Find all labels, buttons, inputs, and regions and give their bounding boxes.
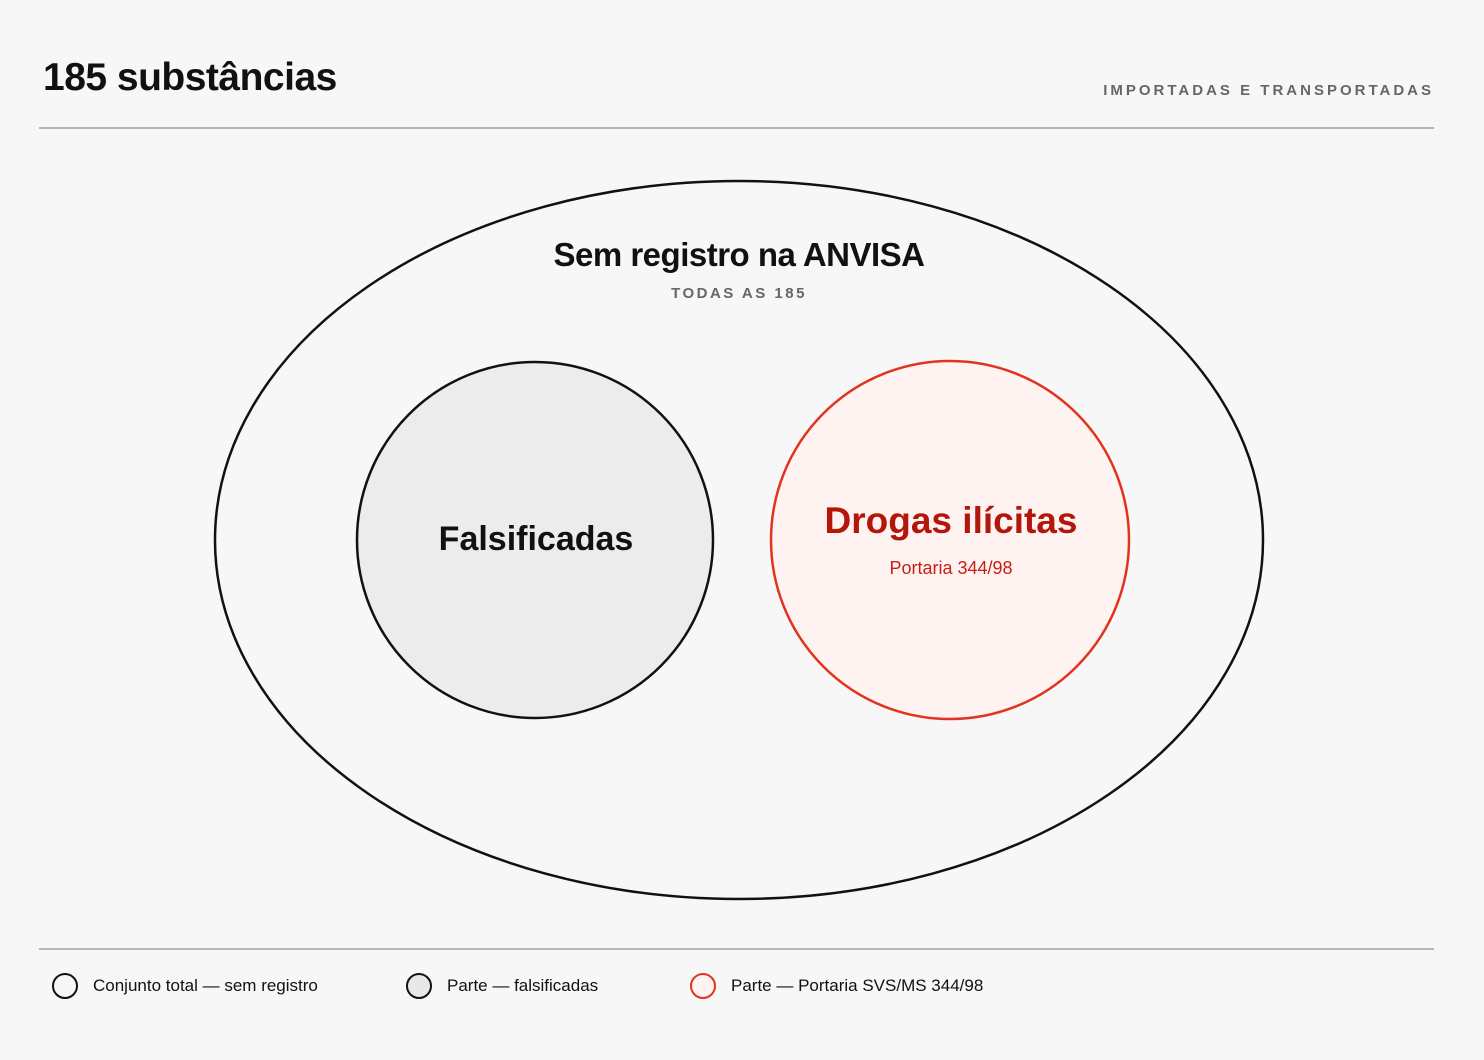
legend-item-illicit: Parte — Portaria SVS/MS 344/98 (690, 970, 983, 1002)
legend-swatch-illicit (690, 973, 716, 999)
illicit-set-label: Drogas ilícitas (824, 500, 1078, 541)
falsified-set-label: Falsificadas (438, 520, 634, 558)
page-subtitle: IMPORTADAS E TRANSPORTADAS (1103, 82, 1434, 99)
illicit-set-sublabel: Portaria 344/98 (889, 558, 1013, 578)
outer-set-title: Sem registro na ANVISA (553, 236, 925, 273)
legend-swatch-total (52, 973, 78, 999)
legend-label-illicit: Parte — Portaria SVS/MS 344/98 (731, 976, 984, 995)
falsified-set-circle (355, 360, 715, 720)
legend-label-total: Conjunto total — sem registro (93, 976, 318, 995)
bottom-divider (39, 948, 1434, 950)
outer-set-subtitle: TODAS AS 185 (671, 285, 807, 302)
legend-swatch-falsified (406, 973, 432, 999)
legend-label-falsified: Parte — falsificadas (447, 976, 599, 995)
legend-item-falsified: Parte — falsificadas (406, 970, 598, 1002)
outer-set-ellipse (213, 179, 1265, 901)
illicit-set-circle (769, 359, 1131, 721)
legend-item-total: Conjunto total — sem registro (52, 970, 318, 1002)
top-divider (39, 127, 1434, 129)
page-title: 185 substâncias (43, 56, 337, 99)
